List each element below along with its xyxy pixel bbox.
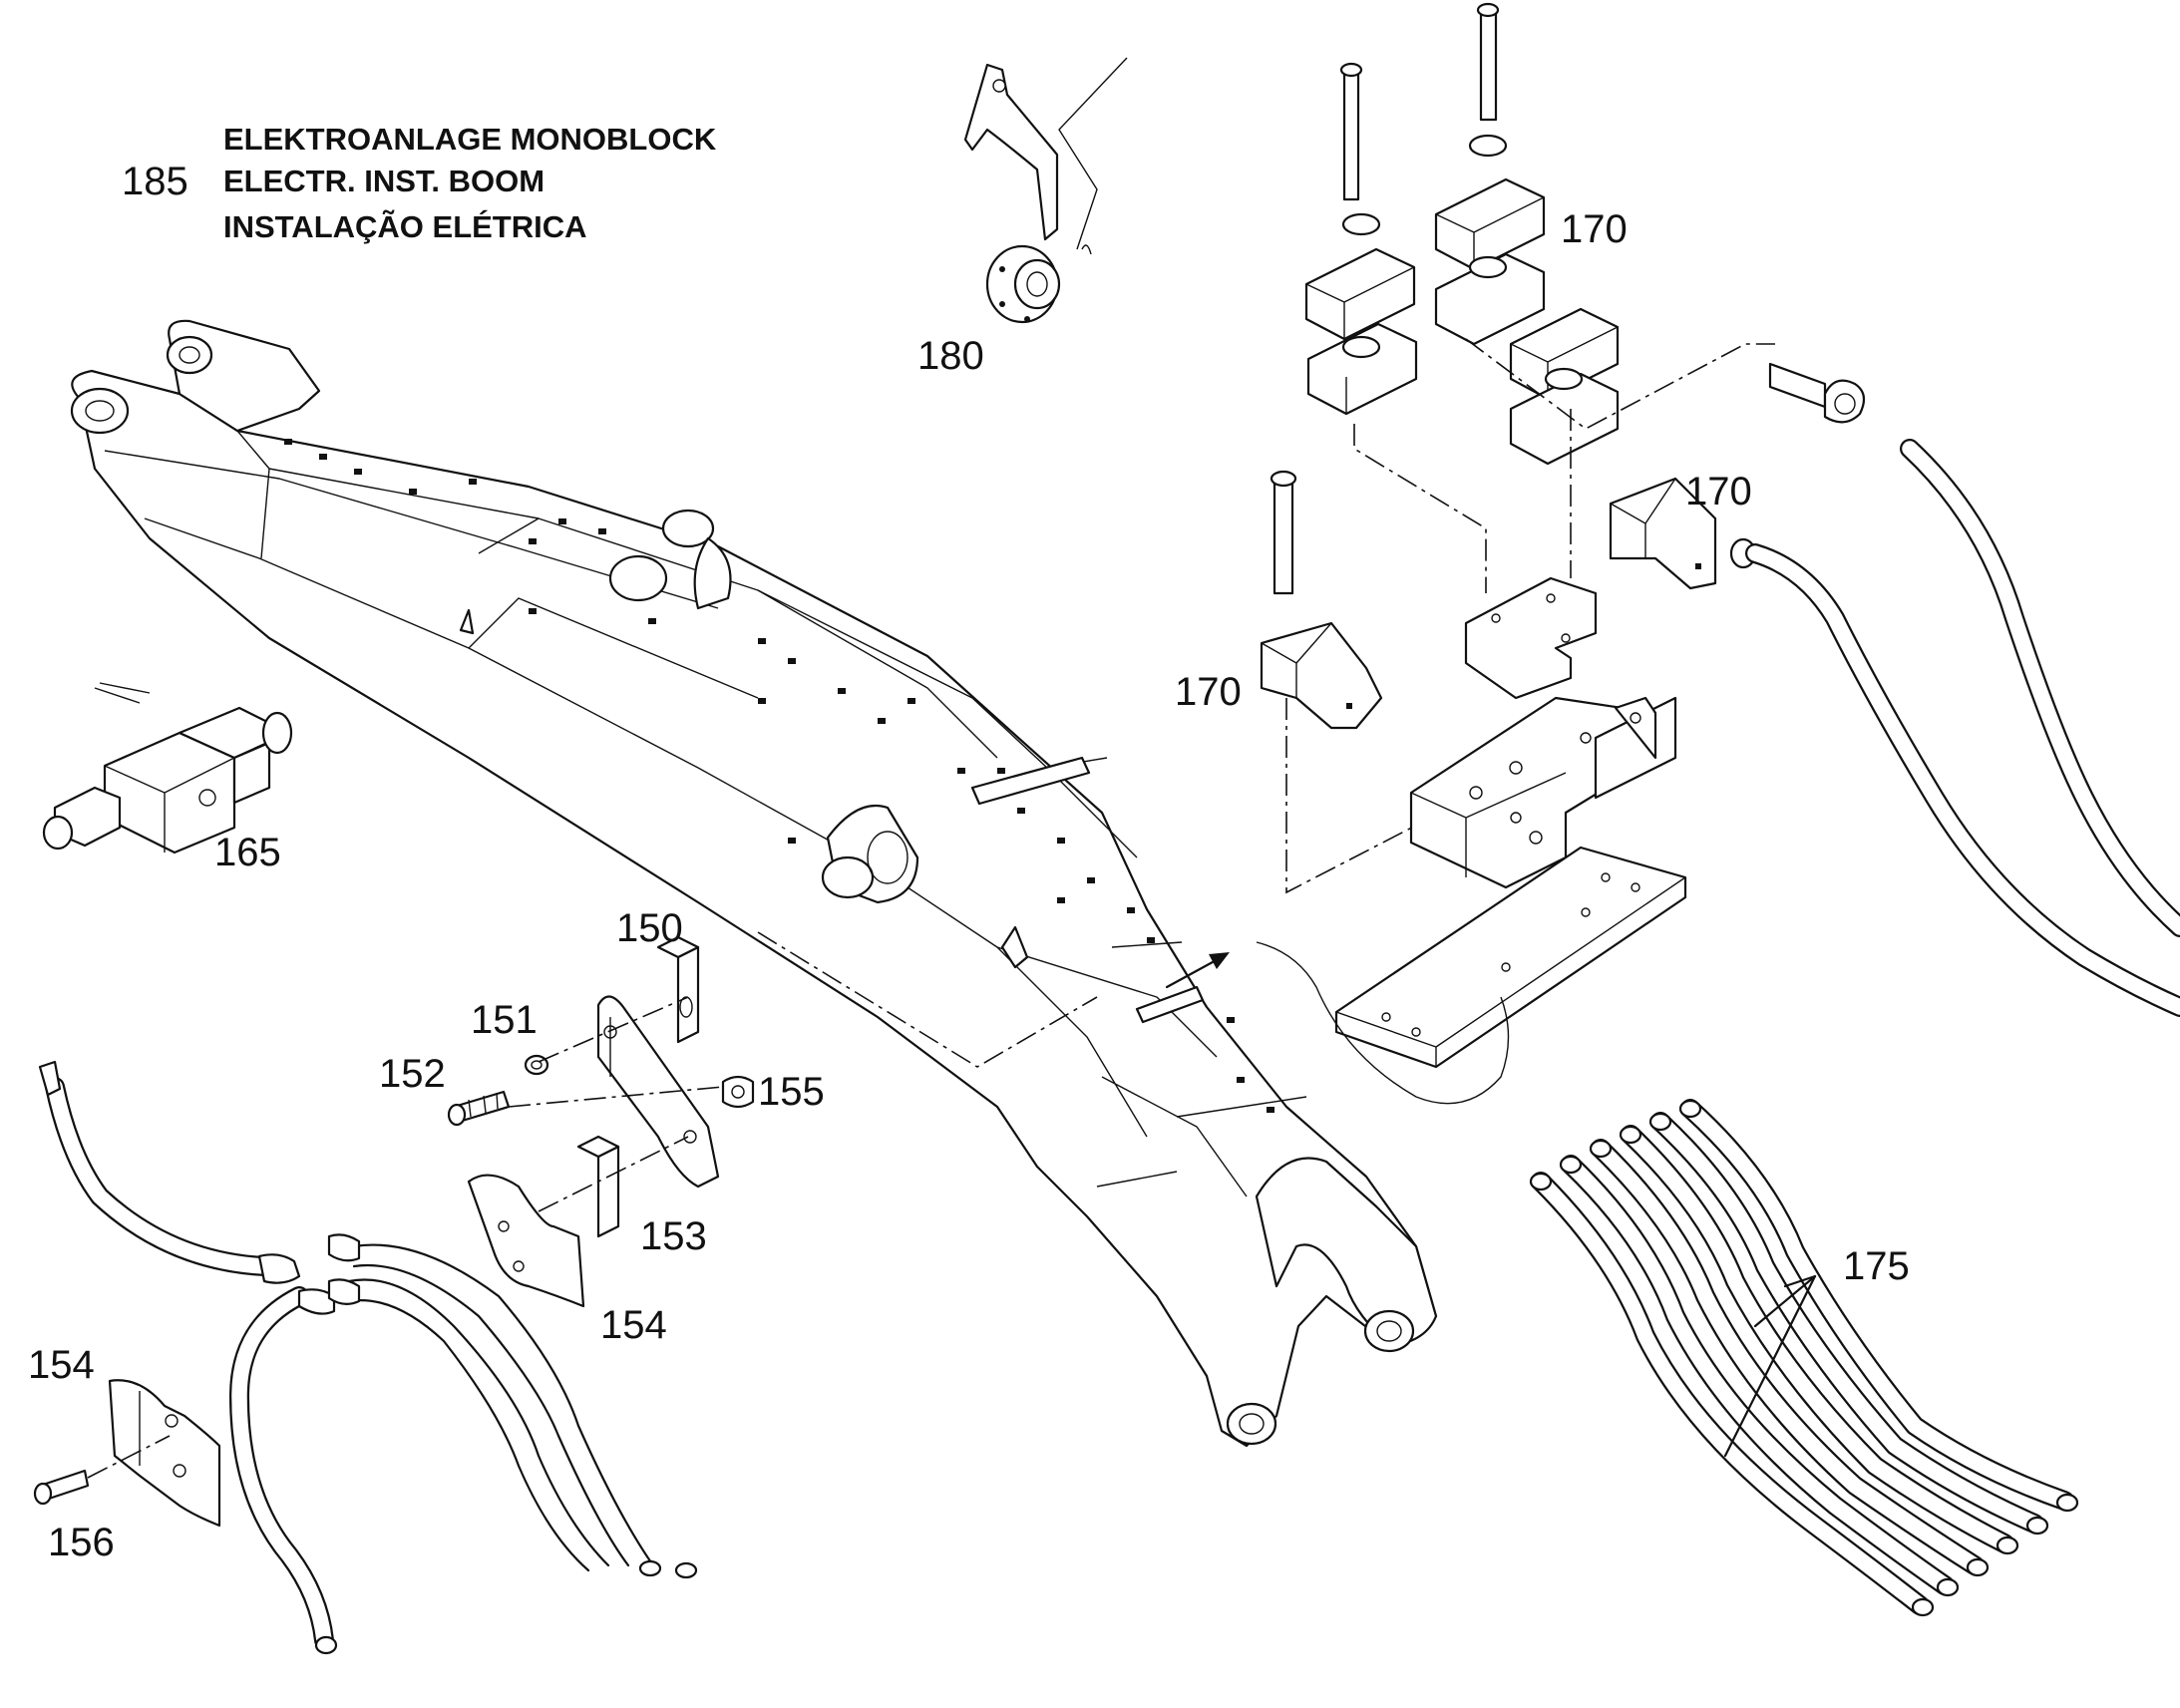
callout-153: 153 [640, 1214, 707, 1258]
part-180-angle-sensor [963, 57, 1128, 324]
callout-170-lower: 170 [1175, 670, 1242, 714]
callout-151: 151 [471, 998, 538, 1042]
callout-156: 156 [48, 1521, 115, 1564]
part-154-clip [33, 1379, 221, 1528]
part-165-solenoid-valve [42, 682, 293, 854]
bracket-group [447, 931, 1098, 1308]
boom-assembly [70, 319, 1438, 1448]
callout-155: 155 [758, 1070, 825, 1114]
callout-175: 175 [1843, 1244, 1910, 1288]
hose-lines-left [38, 1060, 698, 1655]
title-number: 185 [122, 160, 188, 203]
callout-154-upper: 154 [600, 1303, 667, 1347]
callout-154-lower: 154 [28, 1343, 95, 1387]
part-170-clamp-stack [1260, 2, 1775, 894]
title-english: ELECTR. INST. BOOM [223, 164, 545, 198]
title-german: ELEKTROANLAGE MONOBLOCK [223, 122, 717, 157]
mounting-plate [1256, 846, 1687, 1105]
title-block: 185 ELEKTROANLAGE MONOBLOCK ELECTR. INST… [122, 122, 717, 244]
hose-170 [1745, 362, 2180, 1017]
part-175-hose-bundle [1529, 1099, 2079, 1617]
callout-180: 180 [917, 334, 984, 378]
title-portuguese: INSTALAÇÃO ELÉTRICA [223, 209, 587, 244]
callout-165: 165 [214, 831, 281, 874]
callout-170-middle: 170 [1685, 470, 1752, 513]
callout-labels: 150 151 152 153 154 154 155 156 165 170 … [28, 207, 1910, 1564]
valve-block [1409, 696, 1677, 889]
boom-holes [284, 439, 1274, 1113]
callout-150: 150 [616, 906, 683, 950]
callout-152: 152 [379, 1052, 446, 1096]
callout-170-upper: 170 [1561, 207, 1628, 251]
